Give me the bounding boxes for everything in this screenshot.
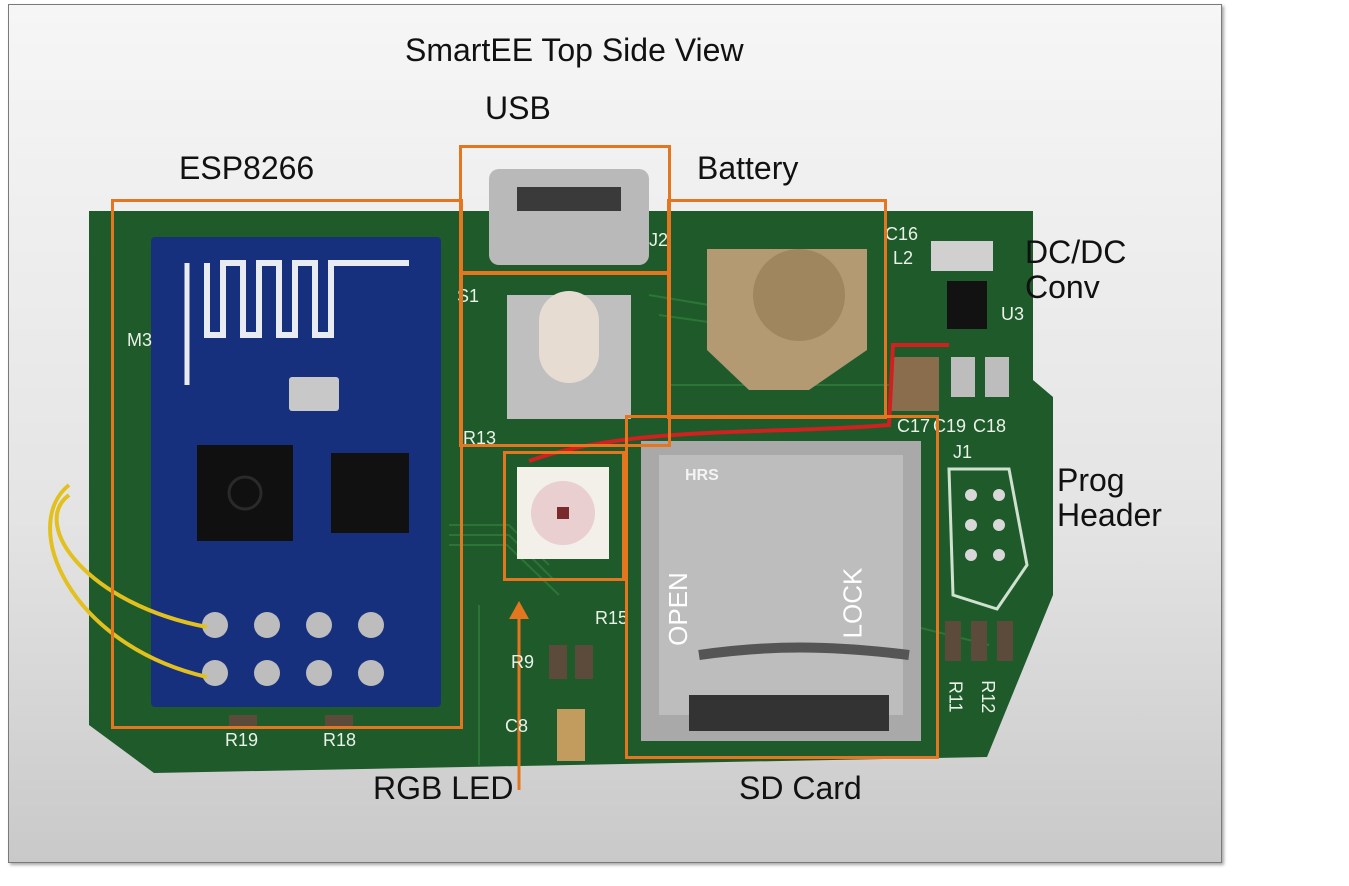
label-dcdc-line2: Conv (1025, 268, 1100, 305)
label-dcdc-conv: DC/DC Conv (1025, 235, 1126, 304)
flash-chip (331, 453, 409, 533)
esp8266-highlight-box (111, 199, 463, 729)
silk-c19: C19 (933, 416, 967, 436)
label-esp8266: ESP8266 (179, 150, 315, 186)
esp-module (151, 237, 441, 707)
silk-m3: M3 (127, 330, 153, 350)
rgb-led-highlight-box (503, 451, 625, 581)
label-prog-header: Prog Header (1057, 463, 1162, 532)
silk-j2: J2 (649, 230, 669, 250)
sd-card-highlight-box (625, 415, 939, 759)
silk-r12: R12 (978, 680, 999, 714)
prog-header-outline (947, 467, 1029, 611)
battery-highlight-box (667, 199, 887, 419)
label-battery: Battery (697, 150, 799, 186)
label-rgb-led: RGB LED (373, 770, 514, 806)
silk-hrs: HRS (685, 467, 719, 484)
esp-chip (197, 445, 293, 541)
push-button-cap (539, 291, 599, 383)
label-prog-line1: Prog (1057, 462, 1125, 498)
figure-title: SmartEE Top Side View (405, 32, 744, 68)
silk-r13: R13 (463, 428, 497, 448)
silk-j1: J1 (953, 442, 973, 462)
label-usb: USB (485, 90, 551, 126)
label-dcdc-line1: DC/DC (1025, 234, 1127, 270)
figure-panel: M3 S1 J2 C16 L2 U3 R13 C17 C19 C18 J1 R1… (8, 4, 1222, 863)
pcb-photo-illustration (48, 169, 1053, 790)
silk-u3: U3 (1001, 304, 1025, 324)
silk-c17: C17 (897, 416, 931, 436)
silk-r11: R11 (945, 680, 966, 713)
silk-r18: R18 (323, 730, 357, 750)
label-sd-card: SD Card (739, 770, 862, 806)
label-prog-line2: Header (1057, 496, 1162, 533)
rgb-arrow-head (509, 601, 529, 619)
usb-highlight-box (459, 145, 671, 275)
silk-l2: L2 (893, 248, 914, 268)
silk-r9: R9 (511, 652, 535, 672)
dcdc-ic (947, 281, 987, 329)
silk-c18: C18 (973, 416, 1007, 436)
silk-c16: C16 (885, 224, 919, 244)
silk-c8: C8 (505, 716, 529, 736)
crystal (289, 377, 339, 411)
silk-r19: R19 (225, 730, 259, 750)
silk-r15: R15 (595, 608, 629, 628)
dcdc-inductor (891, 357, 939, 411)
